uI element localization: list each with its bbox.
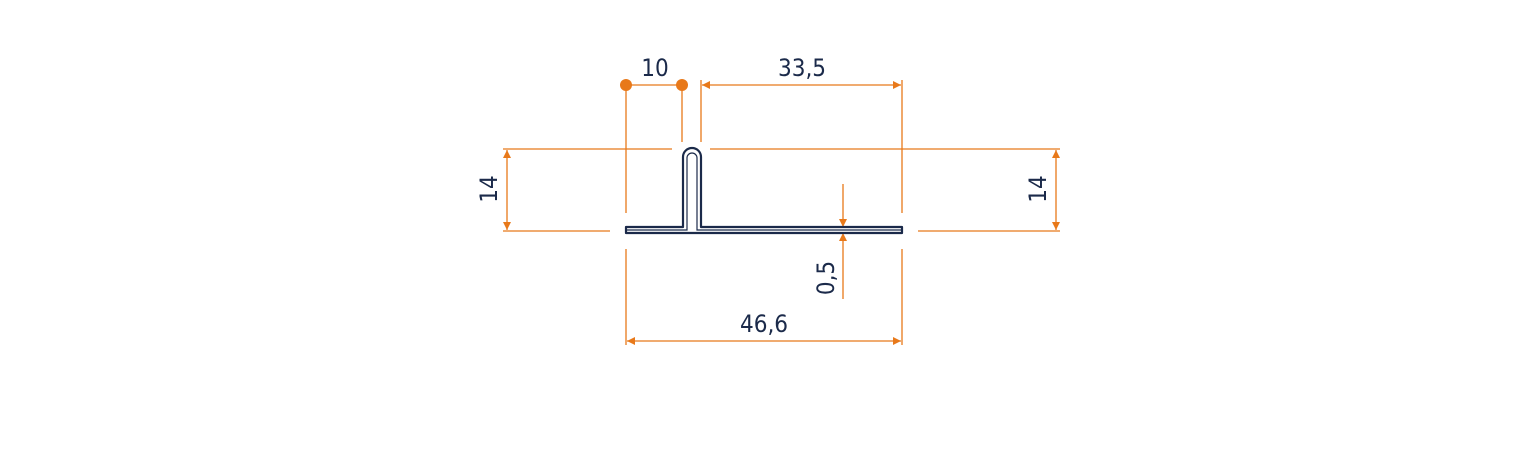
profile-outline	[624, 146, 904, 235]
dim-label-right-height: 14	[1024, 175, 1052, 202]
dim-dot-right	[676, 79, 688, 91]
dim-label-top-right: 33,5	[778, 54, 826, 82]
dimension-lines	[503, 81, 1060, 345]
dim-label-bottom: 46,6	[740, 310, 788, 338]
profile-fold-inner	[627, 152, 901, 231]
dim-label-left-height: 14	[475, 175, 503, 202]
dim-label-thickness: 0,5	[812, 261, 840, 295]
dim-dot-left	[620, 79, 632, 91]
profile-section	[624, 146, 904, 235]
dim-label-top-left: 10	[641, 54, 668, 82]
extension-lines	[503, 80, 1060, 345]
